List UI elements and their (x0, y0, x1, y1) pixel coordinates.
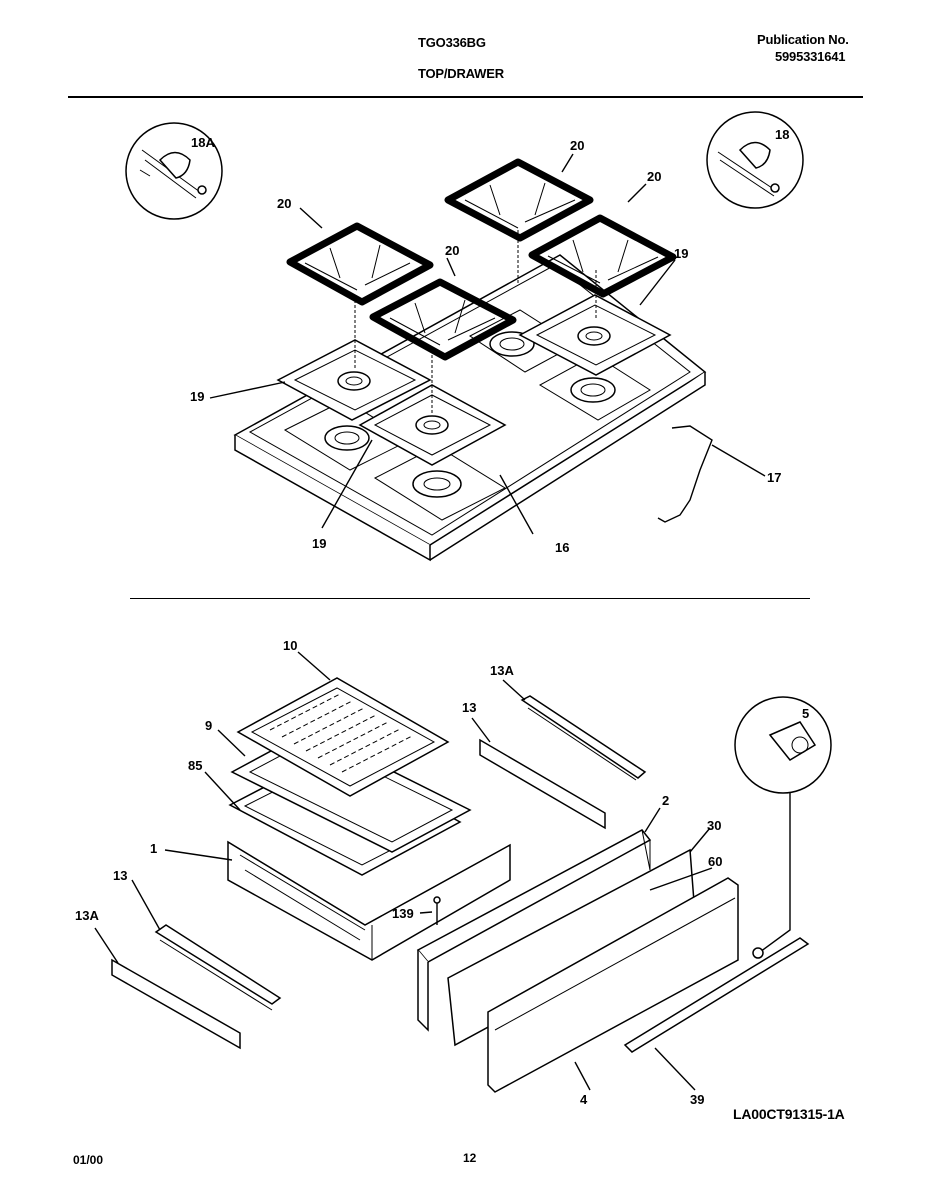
section-title: TOP/DRAWER (418, 66, 504, 81)
grate-20-back (444, 158, 594, 242)
grate-20-right (528, 214, 677, 298)
callout-2: 2 (662, 793, 669, 808)
burner-plate-19-right (518, 294, 672, 376)
callout-39: 39 (690, 1092, 704, 1107)
slide-13A-left (111, 958, 241, 1050)
callout-19-right: 19 (674, 246, 688, 261)
header-divider (68, 96, 863, 98)
callout-17: 17 (767, 470, 781, 485)
callout-20-right: 20 (647, 169, 661, 184)
slide-13-right (479, 738, 606, 830)
callout-30: 30 (707, 818, 721, 833)
burner-plate-19-left (276, 339, 432, 421)
publication-number: 5995331641 (775, 49, 846, 64)
callout-13-right: 13 (462, 700, 476, 715)
footer-page-number: 12 (463, 1151, 477, 1165)
callout-85: 85 (188, 758, 202, 773)
burner-plate-19-front (358, 384, 507, 466)
callout-1: 1 (150, 841, 157, 856)
callout-20-left: 20 (277, 196, 291, 211)
callout-5: 5 (802, 706, 809, 721)
callout-13-left: 13 (113, 868, 127, 883)
callout-60: 60 (708, 854, 722, 869)
detail-circle-18A (125, 122, 223, 220)
model-number: TGO336BG (418, 35, 486, 50)
callout-19-front: 19 (312, 536, 326, 551)
callout-18: 18 (775, 127, 789, 142)
callout-13A-right: 13A (490, 663, 514, 678)
slide-13A-right (520, 695, 647, 781)
drawer-body-1 (227, 840, 511, 961)
callout-4: 4 (580, 1092, 588, 1107)
drawer-front-4 (487, 877, 739, 1093)
callout-16: 16 (555, 540, 569, 555)
drawer-frame-2 (416, 829, 652, 1032)
footer-date: 01/00 (73, 1153, 104, 1167)
callout-19-left: 19 (190, 389, 204, 404)
callout-13A-left: 13A (75, 908, 99, 923)
grate-20-front (369, 278, 517, 361)
drawing-code: LA00CT91315-1A (733, 1106, 845, 1122)
callout-20-back: 20 (570, 138, 584, 153)
detail-circle-18 (706, 111, 804, 209)
callout-9: 9 (205, 718, 212, 733)
section-divider (130, 598, 810, 599)
wire-17 (657, 425, 713, 523)
callout-139: 139 (392, 906, 414, 921)
grate-20-left (286, 222, 434, 306)
callout-18A: 18A (191, 135, 215, 150)
slide-13-left (154, 924, 282, 1011)
callout-20-front: 20 (445, 243, 459, 258)
callout-10: 10 (283, 638, 297, 653)
publication-label: Publication No. (757, 32, 849, 47)
trim-39 (623, 937, 810, 1053)
detail-circle-5 (734, 696, 832, 794)
broiler-grid-10 (236, 677, 450, 797)
